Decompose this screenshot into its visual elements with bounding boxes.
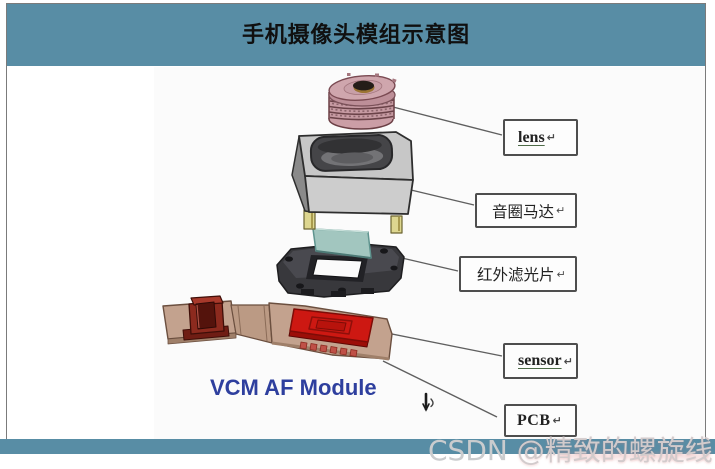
filter-holder [276,242,405,298]
label-pcb: PCB [517,411,551,429]
figure-title: 手机摄像头模组示意图 [241,22,470,47]
pcb-board [162,295,393,361]
sensor-chip [288,308,374,357]
label-sensor: sensor [518,352,562,369]
return-mark-icon: ↵ [563,354,573,368]
watermark-author: @精致的螺旋线 [516,434,713,467]
return-arrow-icon [422,392,434,412]
pink-smudge [560,453,710,459]
board-connector [182,295,230,341]
leader-line-lens [392,106,503,136]
leader-line-pcb [382,360,498,418]
label-voice-coil-motor: 音圈马达 [492,203,555,221]
figure-header-band [7,4,705,66]
leader-line-sensor [376,330,503,357]
footer-strip [0,439,715,454]
return-mark-icon: ↵ [556,267,566,281]
label-box-lens: lens↵ [503,119,578,156]
return-mark-icon: ↵ [556,204,566,217]
label-box-sensor: sensor↵ [503,343,578,379]
sensor-pads [299,341,358,357]
label-ir-filter: 红外滤光片 [477,267,555,284]
holder-front-notches [301,288,374,297]
label-box-voice-coil-motor: 音圈马达↵ [475,193,577,228]
diagram-image-background [154,67,705,452]
lens-barrel [328,73,397,130]
ir-filter [312,228,372,259]
watermark-prefix: CSDN [428,434,517,467]
label-lens: lens [518,128,545,146]
module-caption: VCM AF Module [210,375,377,400]
housing-recess [309,134,394,172]
csdn-watermark: CSDN @精致的螺旋线 [428,429,713,469]
label-box-pcb: PCB↵ [504,404,577,437]
return-mark-icon: ↵ [552,414,563,427]
vcm-housing [291,131,414,234]
label-box-ir-filter: 红外滤光片↵ [459,256,577,292]
housing-legs [303,209,403,234]
leader-line-vcm [410,189,475,206]
return-mark-icon: ↵ [546,131,556,144]
